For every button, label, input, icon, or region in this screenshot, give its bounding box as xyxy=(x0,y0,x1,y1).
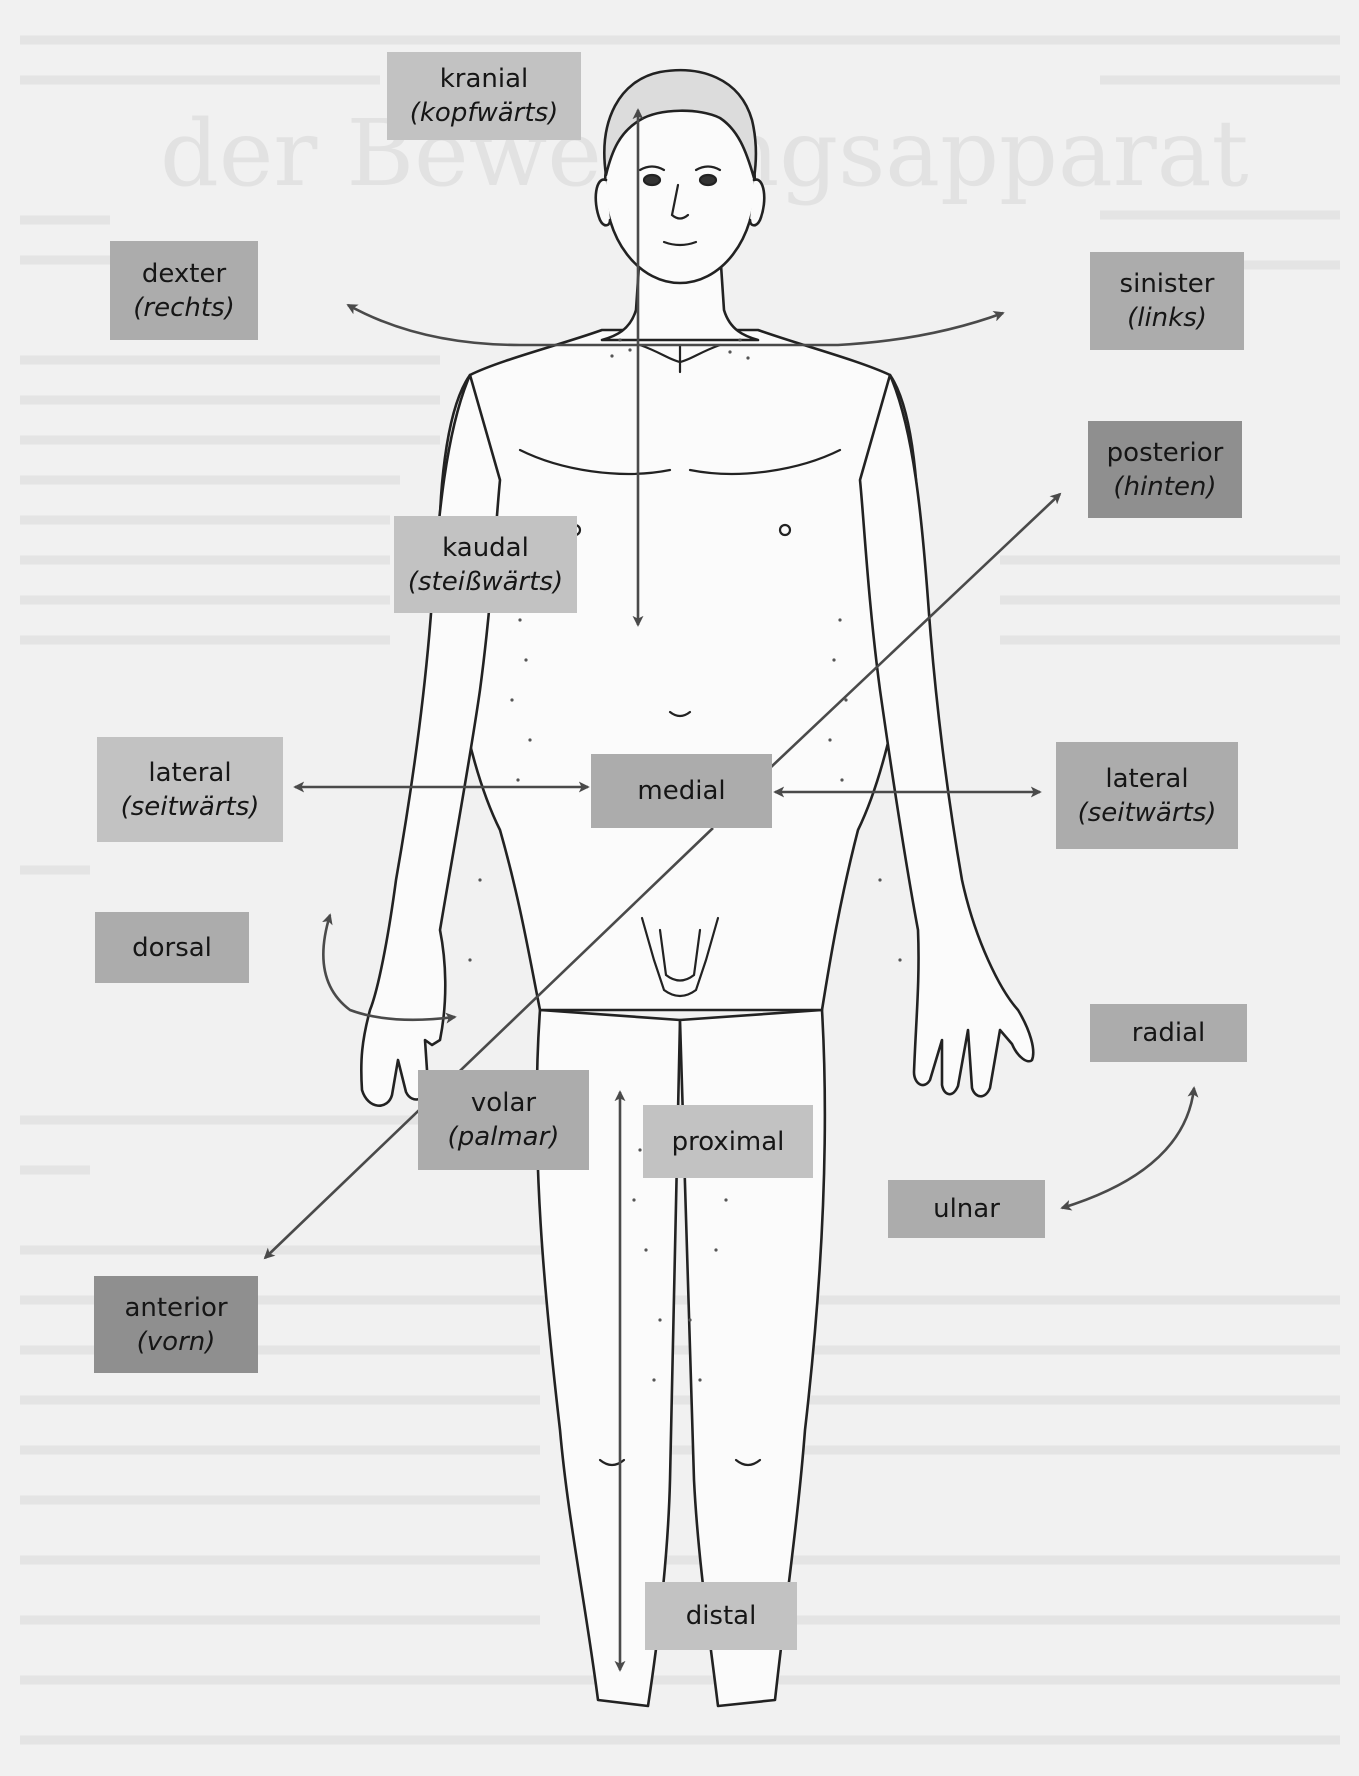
label-sinister-translation: (links) xyxy=(1127,301,1207,335)
label-volar: volar (palmar) xyxy=(418,1070,589,1170)
label-volar-term: volar xyxy=(471,1086,536,1120)
label-distal-term: distal xyxy=(686,1599,757,1633)
label-dexter-translation: (rechts) xyxy=(133,291,235,325)
label-lateral-left: lateral (seitwärts) xyxy=(97,737,283,842)
label-kaudal-term: kaudal xyxy=(442,531,529,565)
label-dexter-term: dexter xyxy=(142,257,226,291)
label-proximal-term: proximal xyxy=(672,1125,785,1159)
label-kranial-term: kranial xyxy=(440,62,529,96)
label-posterior-translation: (hinten) xyxy=(1113,470,1216,504)
arrow-radial-ulnar xyxy=(1062,1088,1194,1208)
label-distal: distal xyxy=(645,1582,797,1650)
label-posterior-term: posterior xyxy=(1107,436,1224,470)
label-dorsal-term: dorsal xyxy=(132,931,212,965)
label-kranial-translation: (kopfwärts) xyxy=(410,96,559,130)
label-volar-translation: (palmar) xyxy=(448,1120,560,1154)
label-anterior: anterior (vorn) xyxy=(94,1276,258,1373)
label-lateral-right-translation: (seitwärts) xyxy=(1078,796,1217,830)
label-sinister-term: sinister xyxy=(1120,267,1215,301)
label-medial-term: medial xyxy=(637,774,725,808)
label-posterior: posterior (hinten) xyxy=(1088,421,1242,518)
label-radial-term: radial xyxy=(1132,1016,1206,1050)
label-anterior-term: anterior xyxy=(124,1291,227,1325)
label-kaudal: kaudal (steißwärts) xyxy=(394,516,577,613)
human-figure xyxy=(361,70,1033,1706)
label-lateral-left-term: lateral xyxy=(148,756,231,790)
label-lateral-right: lateral (seitwärts) xyxy=(1056,742,1238,849)
label-dexter: dexter (rechts) xyxy=(110,241,258,340)
right-arm xyxy=(860,375,1033,1096)
label-kranial: kranial (kopfwärts) xyxy=(387,52,581,140)
label-proximal: proximal xyxy=(643,1105,813,1178)
label-sinister: sinister (links) xyxy=(1090,252,1244,350)
label-lateral-left-translation: (seitwärts) xyxy=(121,790,260,824)
label-radial: radial xyxy=(1090,1004,1247,1062)
torso xyxy=(440,330,919,1010)
label-kaudal-translation: (steißwärts) xyxy=(408,565,563,599)
label-ulnar-term: ulnar xyxy=(933,1192,1000,1226)
label-ulnar: ulnar xyxy=(888,1180,1045,1238)
label-medial: medial xyxy=(591,754,772,828)
label-lateral-right-term: lateral xyxy=(1105,762,1188,796)
label-anterior-translation: (vorn) xyxy=(137,1325,216,1359)
label-dorsal: dorsal xyxy=(95,912,249,983)
